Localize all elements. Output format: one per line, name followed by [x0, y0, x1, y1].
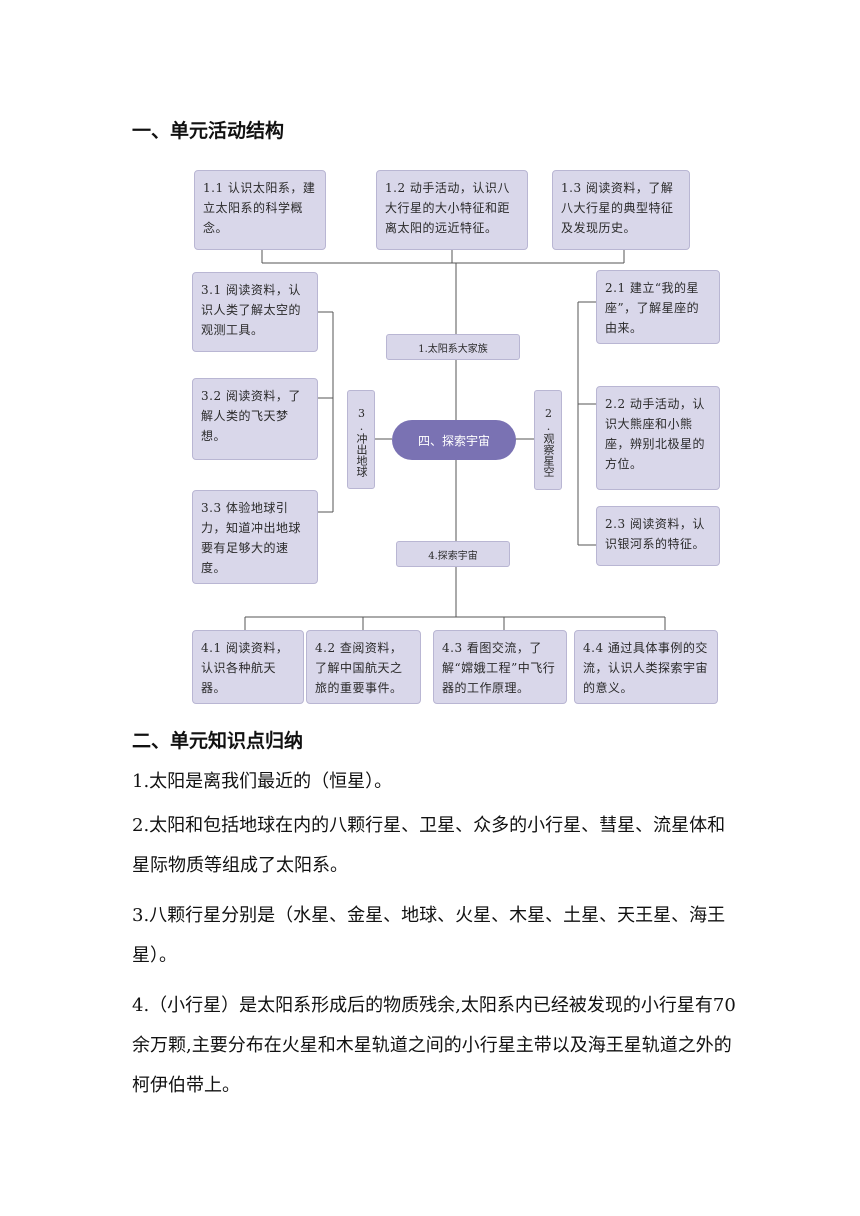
activity-box-3-2: 3.2 阅读资料，了解人类的飞天梦想。 [192, 378, 318, 460]
activity-box-4-3: 4.3 看图交流，了解“嫦娥工程”中飞行器的工作原理。 [433, 630, 567, 704]
activity-box-3-3: 3.3 体验地球引力，知道冲出地球要有足够大的速度。 [192, 490, 318, 584]
branch-label-2: 2.观察星空 [534, 390, 562, 490]
activity-box-2-1: 2.1 建立“我的星座”，了解星座的由来。 [596, 270, 720, 344]
activity-box-3-1: 3.1 阅读资料，认识人类了解太空的观测工具。 [192, 272, 318, 352]
center-topic: 四、探索宇宙 [392, 420, 516, 460]
knowledge-item-4: 4.（小行星）是太阳系形成后的物质残余,太阳系内已经被发现的小行星有70余万颗,… [132, 995, 736, 1096]
connector-lines [244, 250, 666, 630]
activity-box-4-4: 4.4 通过具体事例的交流，认识人类探索宇宙的意义。 [574, 630, 718, 704]
knowledge-item-1: 1.太阳是离我们最近的（恒星）。 [132, 771, 393, 792]
activity-box-1-2: 1.2 动手活动，认识八大行星的大小特征和距离太阳的远近特征。 [376, 170, 528, 250]
section-heading-structure: 一、单元活动结构 [132, 120, 285, 142]
knowledge-item-2: 2.太阳和包括地球在内的八颗行星、卫星、众多的小行星、彗星、流星体和星际物质等组… [132, 815, 726, 876]
activity-box-4-2: 4.2 查阅资料，了解中国航天之旅的重要事件。 [306, 630, 421, 704]
activity-box-2-3: 2.3 阅读资料，认识银河系的特征。 [596, 506, 720, 566]
branch-label-1: 1.太阳系大家族 [386, 334, 520, 360]
section-heading-knowledge: 二、单元知识点归纳 [132, 730, 304, 752]
knowledge-item-3: 3.八颗行星分别是（水星、金星、地球、火星、木星、土星、天王星、海王星）。 [132, 905, 726, 966]
activity-structure-diagram: 1.1 认识太阳系，建立太阳系的科学概念。 1.2 动手活动，认识八大行星的大小… [188, 162, 736, 710]
branch-label-3: 3.冲出地球 [347, 390, 375, 489]
branch-label-4: 4.探索宇宙 [396, 541, 510, 567]
activity-box-2-2: 2.2 动手活动，认识大熊座和小熊座，辨别北极星的方位。 [596, 386, 720, 490]
activity-box-1-1: 1.1 认识太阳系，建立太阳系的科学概念。 [194, 170, 326, 250]
activity-box-4-1: 4.1 阅读资料，认识各种航天器。 [192, 630, 304, 704]
activity-box-1-3: 1.3 阅读资料，了解八大行星的典型特征及发现历史。 [552, 170, 690, 250]
